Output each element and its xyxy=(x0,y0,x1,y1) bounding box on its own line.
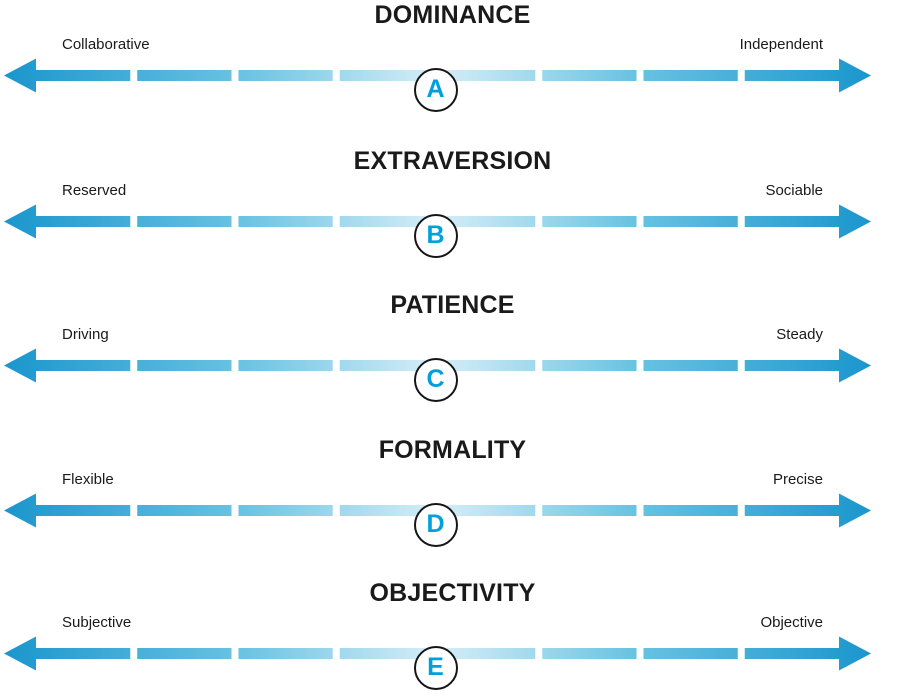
axis-segment xyxy=(643,360,738,371)
axis-arrowhead-right xyxy=(839,348,871,383)
trait-scale-row-dominance: DOMINANCE Collaborative Independent A xyxy=(0,0,905,120)
trait-title: EXTRAVERSION xyxy=(353,147,552,175)
axis-segment xyxy=(441,70,536,81)
trait-scale-row-objectivity: OBJECTIVITY Subjective Objective E xyxy=(0,578,905,698)
axis-segment xyxy=(36,360,131,371)
trait-marker-letter: E xyxy=(427,653,444,681)
axis-segment xyxy=(542,505,637,516)
trait-marker[interactable]: A xyxy=(413,68,458,112)
trait-marker[interactable]: D xyxy=(413,503,458,547)
axis-segment xyxy=(542,216,637,227)
trait-title: DOMINANCE xyxy=(374,1,531,29)
axis-segment xyxy=(441,648,536,659)
trait-marker-letter: A xyxy=(426,75,445,103)
trait-marker[interactable]: B xyxy=(413,214,458,258)
axis-segment xyxy=(542,70,637,81)
pole-label-left: Subjective xyxy=(62,614,132,631)
axis-segment xyxy=(238,360,333,371)
pole-label-left: Flexible xyxy=(62,471,114,488)
pole-label-right: Objective xyxy=(760,614,823,631)
pole-label-left: Driving xyxy=(62,326,109,343)
axis-arrowhead-right xyxy=(839,636,871,671)
axis-graphic xyxy=(4,493,871,528)
axis-segment xyxy=(36,505,131,516)
axis-segment xyxy=(137,648,232,659)
trait-axis: D xyxy=(0,493,905,547)
axis-segment xyxy=(744,648,839,659)
trait-scale-row-patience: PATIENCE Driving Steady C xyxy=(0,290,905,410)
axis-segment xyxy=(339,360,434,371)
pole-label-left: Reserved xyxy=(62,182,127,199)
axis-graphic xyxy=(4,58,871,93)
axis-segment xyxy=(744,360,839,371)
trait-scale-row-formality: FORMALITY Flexible Precise D xyxy=(0,435,905,555)
axis-segment xyxy=(36,70,131,81)
axis-segment xyxy=(36,216,131,227)
axis-arrowhead-left xyxy=(4,348,36,383)
axis-segment xyxy=(238,648,333,659)
pole-label-right: Steady xyxy=(776,326,823,343)
axis-graphic xyxy=(4,348,871,383)
axis-arrowhead-right xyxy=(839,493,871,528)
pole-label-left: Collaborative xyxy=(62,36,150,53)
axis-segment xyxy=(238,216,333,227)
axis-segment xyxy=(441,216,536,227)
trait-scale-row-extraversion: EXTRAVERSION Reserved Sociable B xyxy=(0,146,905,266)
trait-marker-letter: B xyxy=(426,221,445,249)
trait-title: OBJECTIVITY xyxy=(369,579,536,607)
axis-segment xyxy=(643,216,738,227)
axis-segment xyxy=(339,505,434,516)
axis-segment xyxy=(36,648,131,659)
trait-axis: E xyxy=(0,636,905,690)
axis-segment xyxy=(339,648,434,659)
pole-label-right: Independent xyxy=(739,36,823,53)
axis-arrowhead-left xyxy=(4,58,36,93)
pole-label-right: Sociable xyxy=(765,182,823,199)
axis-arrowhead-right xyxy=(839,58,871,93)
axis-segment xyxy=(137,70,232,81)
axis-graphic xyxy=(4,636,871,671)
axis-segment xyxy=(339,70,434,81)
trait-marker[interactable]: C xyxy=(413,358,458,402)
axis-segment xyxy=(137,505,232,516)
trait-title: PATIENCE xyxy=(390,291,515,319)
trait-marker-letter: C xyxy=(426,365,445,393)
axis-segment xyxy=(238,70,333,81)
axis-segment xyxy=(137,360,232,371)
axis-segment xyxy=(744,70,839,81)
axis-segment xyxy=(441,360,536,371)
axis-graphic xyxy=(4,204,871,239)
trait-marker[interactable]: E xyxy=(413,646,458,690)
trait-axis: C xyxy=(0,348,905,402)
axis-arrowhead-left xyxy=(4,636,36,671)
axis-segment xyxy=(643,648,738,659)
axis-segment xyxy=(542,360,637,371)
axis-arrowhead-left xyxy=(4,493,36,528)
axis-segment xyxy=(542,648,637,659)
pole-label-right: Precise xyxy=(772,471,823,488)
axis-segment xyxy=(643,505,738,516)
axis-arrowhead-right xyxy=(839,204,871,239)
trait-axis: A xyxy=(0,58,905,112)
axis-segment xyxy=(744,216,839,227)
axis-segment xyxy=(339,216,434,227)
trait-title: FORMALITY xyxy=(378,436,527,464)
axis-arrowhead-left xyxy=(4,204,36,239)
trait-marker-letter: D xyxy=(426,510,445,538)
axis-segment xyxy=(238,505,333,516)
axis-segment xyxy=(643,70,738,81)
axis-segment xyxy=(744,505,839,516)
axis-segment xyxy=(441,505,536,516)
axis-segment xyxy=(137,216,232,227)
trait-axis: B xyxy=(0,204,905,258)
